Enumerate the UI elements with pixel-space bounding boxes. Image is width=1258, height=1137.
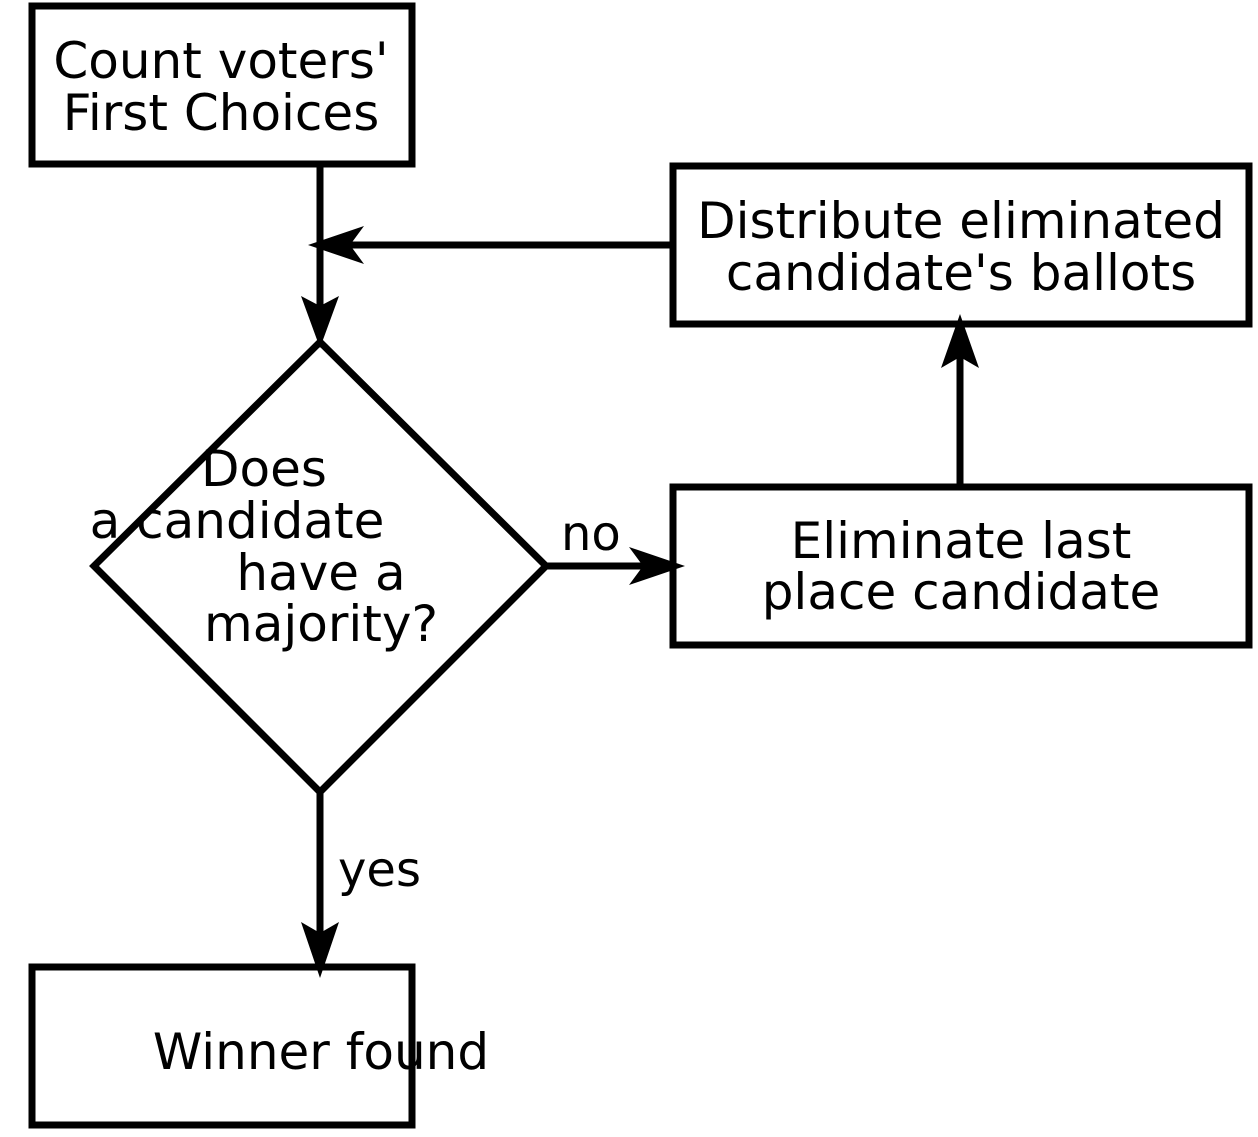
yes-label: yes — [338, 842, 421, 898]
edge-majority-to-eliminate: no — [546, 506, 685, 585]
edge-distribute-to-merge — [308, 226, 673, 264]
edge-majority-to-winner: yes — [301, 792, 421, 978]
no-label: no — [561, 506, 621, 562]
majority-check-node: Does a candidate have a majority? — [89, 337, 551, 797]
winner-found-label: Winner found — [153, 1023, 489, 1081]
edge-count-to-majority-arrowhead — [301, 296, 339, 348]
count-first-choices-box — [28, 2, 416, 168]
majority-check-line-2: a candidate — [90, 492, 385, 550]
majority-check-line-3: have a — [236, 544, 405, 602]
edge-eliminate-to-distribute-arrowhead — [941, 314, 979, 368]
edge-count-to-majority — [301, 164, 339, 348]
edge-eliminate-to-distribute — [941, 314, 979, 487]
distribute-ballots-node: Distribute eliminated candidate's ballot… — [669, 162, 1253, 328]
eliminate-last-line-1: Eliminate last — [791, 512, 1132, 570]
count-first-choices-line-1: Count voters' — [53, 32, 388, 90]
distribute-ballots-box — [669, 162, 1253, 328]
eliminate-last-line-2: place candidate — [762, 563, 1161, 621]
distribute-ballots-line-2: candidate's ballots — [726, 244, 1196, 302]
winner-found-node: Winner found — [28, 963, 489, 1129]
distribute-ballots-line-1: Distribute eliminated — [697, 192, 1225, 250]
count-first-choices-node: Count voters' First Choices — [28, 2, 416, 168]
winner-found-box — [28, 963, 416, 1129]
edge-distribute-to-merge-arrowhead — [308, 226, 364, 264]
majority-check-line-1: Does — [201, 440, 327, 498]
edge-majority-to-winner-arrowhead — [301, 922, 339, 978]
majority-check-line-4: majority? — [204, 595, 438, 653]
eliminate-last-node: Eliminate last place candidate — [669, 483, 1253, 649]
count-first-choices-line-2: First Choices — [63, 84, 380, 142]
edge-majority-to-eliminate-arrowhead — [629, 547, 685, 585]
